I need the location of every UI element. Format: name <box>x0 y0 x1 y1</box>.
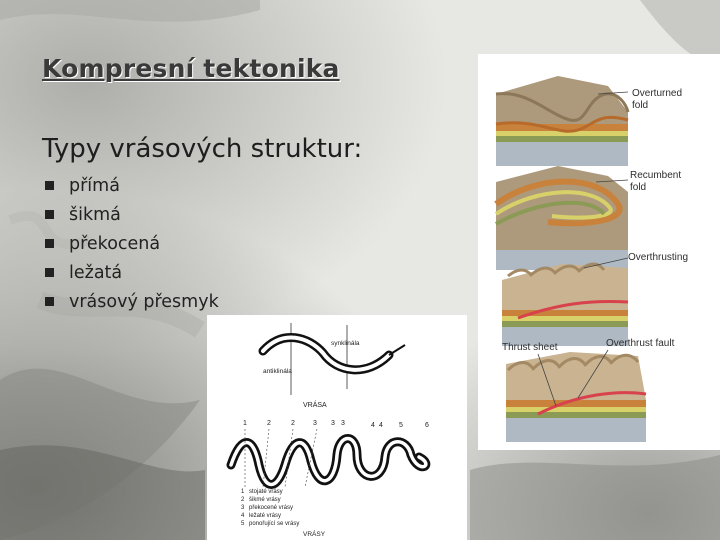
thrust-sheet-diagram <box>506 349 647 442</box>
legend-text: ležaté vrásy <box>249 513 281 519</box>
label-overthrust-fault: Overthrust fault <box>606 338 675 349</box>
label-recumbent-1: Recumbent <box>630 170 681 181</box>
list-item: ležatá <box>45 259 219 288</box>
legend-number: 2 <box>241 497 245 503</box>
slide-title: Kompresní tektonika <box>42 54 340 83</box>
fold-number: 1 <box>243 420 247 427</box>
list-item: šikmá <box>45 201 219 230</box>
legend-text: šikmé vrásy <box>249 497 281 503</box>
fold-sketch-image: synklinála antiklinála VRÁSA 1 2 2 3 3 3… <box>207 315 467 540</box>
syncline-anticline-sketch <box>258 323 406 395</box>
list-item-label: vrásový přesmyk <box>69 292 219 312</box>
legend-number: 3 <box>241 505 245 511</box>
list-item: přímá <box>45 172 219 201</box>
label-synklinala: synklinála <box>331 340 360 347</box>
slide-subtitle: Typy vrásových struktur: <box>42 134 363 164</box>
label-antiklinala: antiklinála <box>263 368 292 375</box>
fold-block-diagrams-image: Overturned fold Recumbent fold Overthrus… <box>478 54 720 450</box>
overturned-fold-diagram <box>495 76 630 166</box>
fold-number: 4 <box>379 422 383 429</box>
label-thrust-sheet: Thrust sheet <box>502 342 558 353</box>
square-bullet-icon <box>45 297 54 306</box>
legend-number: 5 <box>241 521 245 527</box>
square-bullet-icon <box>45 210 54 219</box>
fold-number: 5 <box>399 422 403 429</box>
fold-wave-sketch <box>226 428 431 489</box>
legend-text: stojaté vrásy <box>249 489 283 495</box>
list-item-label: šikmá <box>69 205 121 225</box>
legend-number: 4 <box>241 513 245 519</box>
fold-legend: 1 stojaté vrásy 2 šikmé vrásy 3 překocen… <box>241 489 299 527</box>
label-overturned-2: fold <box>632 100 648 111</box>
legend-text: překocené vrásy <box>249 505 293 511</box>
fold-number: 3 <box>341 420 345 427</box>
fold-number: 6 <box>425 422 429 429</box>
list-item: vrásový přesmyk <box>45 288 219 317</box>
square-bullet-icon <box>45 239 54 248</box>
square-bullet-icon <box>45 181 54 190</box>
fold-number: 2 <box>267 420 271 427</box>
label-vrasy: VRÁSY <box>303 529 326 538</box>
list-item-label: ležatá <box>69 263 123 283</box>
fold-number: 3 <box>313 420 317 427</box>
label-vrasa: VRÁSA <box>303 400 327 409</box>
square-bullet-icon <box>45 268 54 277</box>
list-item-label: překocená <box>69 234 161 254</box>
legend-text: ponořující se vrásy <box>249 521 299 527</box>
fold-number: 4 <box>371 422 375 429</box>
overthrusting-diagram <box>502 257 629 346</box>
fold-number-labels: 1 2 2 3 3 3 4 4 5 6 <box>243 420 429 429</box>
fold-type-list: přímá šikmá překocená ležatá vrásový pře… <box>45 172 219 317</box>
legend-number: 1 <box>241 489 245 495</box>
fold-number: 2 <box>291 420 295 427</box>
label-overthrusting: Overthrusting <box>628 252 688 263</box>
label-overturned-1: Overturned <box>632 88 682 99</box>
label-recumbent-2: fold <box>630 182 646 193</box>
recumbent-fold-diagram <box>494 166 629 270</box>
list-item: překocená <box>45 230 219 259</box>
list-item-label: přímá <box>69 176 120 196</box>
fold-number: 3 <box>331 420 335 427</box>
